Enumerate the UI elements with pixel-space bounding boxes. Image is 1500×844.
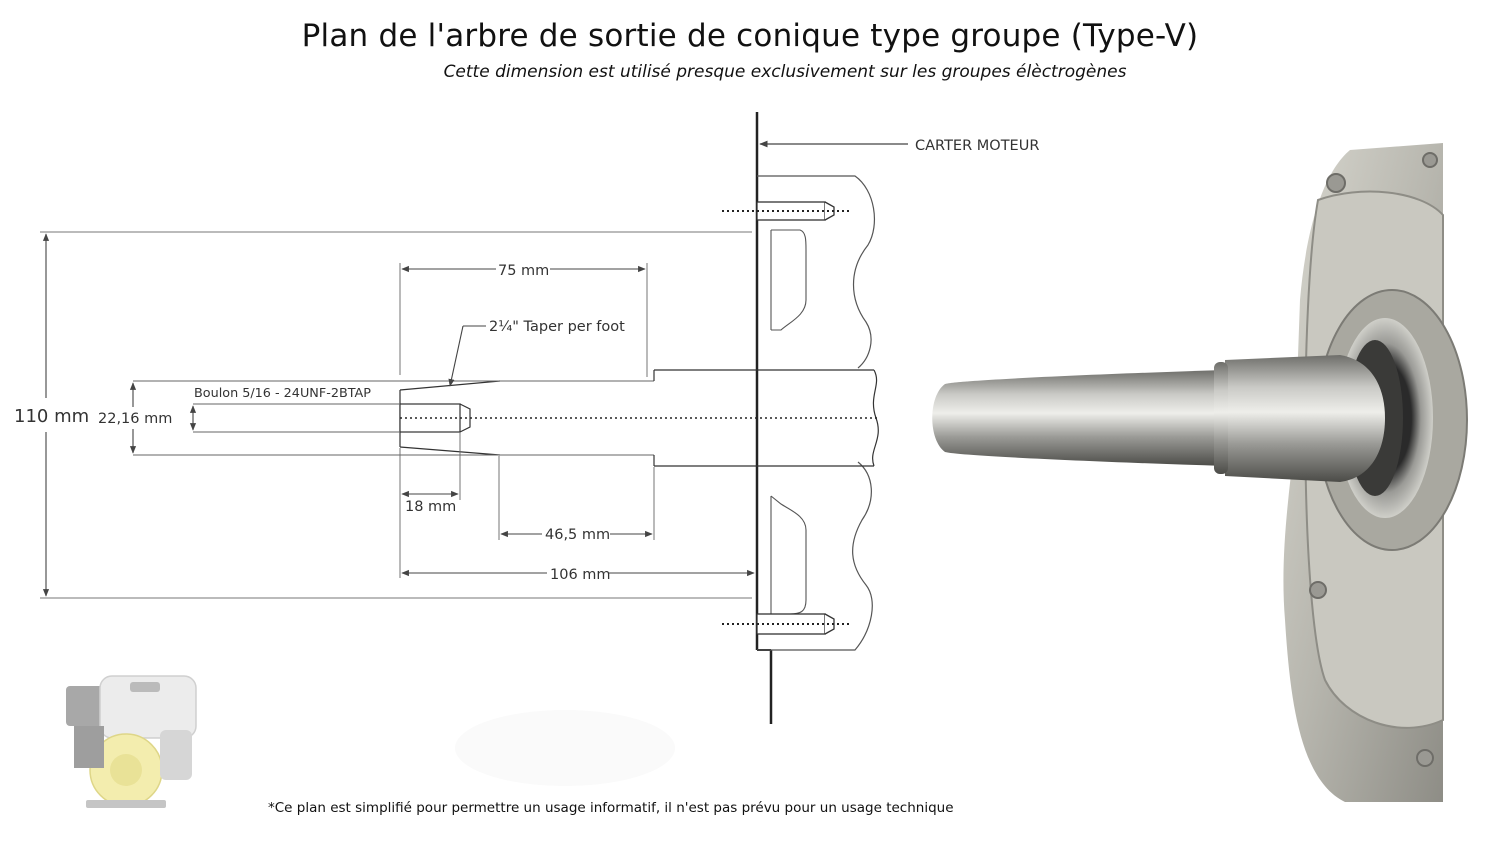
carter-leader: CARTER MOTEUR [759, 138, 1039, 154]
page-subtitle: Cette dimension est utilisé presque excl… [443, 62, 1127, 82]
taper-rate-label: 2¼" Taper per foot [489, 319, 625, 335]
bolt-label: Boulon 5/16 - 24UNF-2BTAP [194, 385, 371, 400]
dim-18-label: 18 mm [405, 499, 456, 515]
page-title: Plan de l'arbre de sortie de conique typ… [301, 18, 1199, 54]
engine-shaft-photo [932, 143, 1468, 802]
dimension-lines [40, 231, 755, 599]
engine-case [722, 112, 875, 724]
dim-110-label: 110 mm [14, 406, 89, 427]
engine-icon [66, 675, 197, 808]
dim-106-label: 106 mm [550, 567, 611, 583]
background-smudge [455, 710, 675, 786]
dim-75-label: 75 mm [498, 263, 549, 279]
dim-46-label: 46,5 mm [545, 527, 610, 543]
carter-label: CARTER MOTEUR [915, 138, 1039, 154]
dim-22-label: 22,16 mm [98, 411, 172, 427]
footnote: *Ce plan est simplifié pour permettre un… [268, 800, 954, 816]
